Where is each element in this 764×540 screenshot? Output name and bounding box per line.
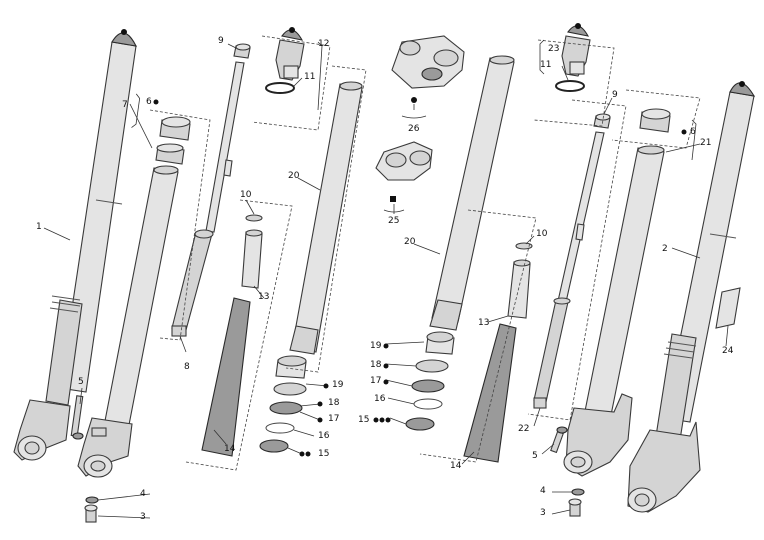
callout-11-right: 11 (540, 60, 552, 70)
callout-5-left: 5 (78, 377, 84, 387)
callout-4-right: 4 (540, 486, 546, 496)
upper-clamp-26 (391, 35, 465, 103)
fork-foot-left-outer (13, 399, 71, 461)
group-frames (149, 35, 701, 471)
bushing-6-left (159, 116, 191, 141)
callout-18-right: 18 (370, 360, 382, 370)
callout-20-left: 20 (288, 171, 300, 181)
callout-21: 21 (700, 138, 712, 148)
seal-stack-right (405, 331, 455, 431)
spacer-13-right (507, 242, 533, 319)
inner-tube-20-right (429, 55, 515, 331)
lower-clamp-25 (375, 141, 433, 202)
callout-15-left: 15 (318, 449, 330, 459)
spring-14-left (201, 297, 251, 457)
callout-19-right: 19 (370, 341, 382, 351)
fork-foot-right-outer (627, 421, 701, 513)
washer-4-left (85, 496, 99, 504)
damper-rod-22-right (533, 131, 605, 409)
callout-9-right: 9 (612, 90, 618, 100)
callout-17-left: 17 (328, 414, 340, 424)
fork-tube-1 (45, 29, 137, 406)
callout-23: 23 (548, 44, 560, 54)
callout-26: 26 (408, 124, 420, 134)
callout-3-right: 3 (540, 508, 546, 518)
callout-14-right: 14 (450, 461, 462, 471)
annotation-bullets (153, 99, 687, 457)
fork-tube-2 (655, 81, 756, 441)
callout-18-left: 18 (328, 398, 340, 408)
callout-20-right: 20 (404, 237, 416, 247)
callout-8: 8 (184, 362, 190, 372)
callout-10-left: 10 (240, 190, 252, 200)
damper-rod-8-left (171, 61, 245, 337)
bolt-3-left (84, 504, 98, 523)
callout-1: 1 (36, 222, 42, 232)
callout-12: 12 (318, 39, 330, 49)
callout-17-right: 17 (370, 376, 382, 386)
callout-15-right: 15 (358, 415, 370, 425)
spacer-13-left (241, 214, 263, 289)
callout-19-left: 19 (332, 380, 344, 390)
nut-9-left (233, 43, 251, 59)
guard-24 (715, 287, 741, 329)
o-ring-11-left (265, 82, 295, 94)
callout-11-left: 11 (304, 72, 316, 82)
spring-14-right (463, 323, 517, 463)
callout-6-right: 6 (690, 127, 696, 137)
callout-16-right: 16 (374, 394, 386, 404)
bushing-7-left (155, 143, 185, 165)
callout-3-left: 3 (140, 512, 146, 522)
callout-6-left: 6 (146, 97, 152, 107)
callout-5-right: 5 (532, 451, 538, 461)
bolt-5-right (550, 426, 568, 454)
callout-10-right: 10 (536, 229, 548, 239)
seal-stack-left (259, 355, 307, 453)
callout-4-left: 4 (140, 489, 146, 499)
fork-slider-right (563, 145, 665, 477)
bolt-5-left (70, 395, 84, 440)
callout-24: 24 (722, 346, 734, 356)
o-ring-11-right (555, 80, 585, 92)
callout-14-left: 14 (224, 444, 236, 454)
callout-25: 25 (388, 216, 400, 226)
bolt-3-right (568, 498, 582, 517)
callout-22: 22 (518, 424, 530, 434)
callout-13-left: 13 (258, 292, 270, 302)
callout-2: 2 (662, 244, 668, 254)
callout-16-left: 16 (318, 431, 330, 441)
nut-9-right (593, 113, 611, 129)
washer-4-right (571, 488, 585, 496)
fork-cap-12-left (275, 27, 305, 81)
bushing-6-right (639, 108, 671, 133)
leader-lines (43, 43, 729, 519)
inner-tube-20-left (289, 81, 363, 355)
callout-9-left: 9 (218, 36, 224, 46)
fork-slider-left (77, 165, 179, 478)
fork-cap-23-right (561, 23, 591, 77)
callout-7: 7 (122, 100, 128, 110)
callout-13-right: 13 (478, 318, 490, 328)
bracket-marks (131, 39, 697, 213)
